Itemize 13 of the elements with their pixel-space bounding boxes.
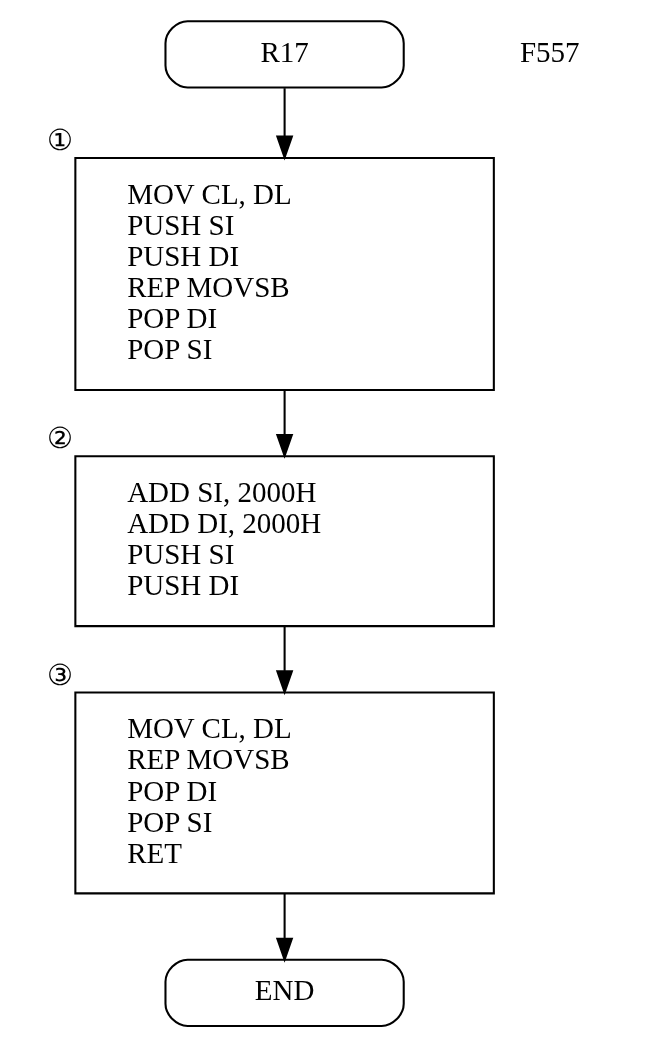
node-label: ①	[46, 124, 73, 157]
arrow	[275, 626, 293, 696]
node-box: MOV CL, DL REP MOVSB POP DI POP SI RET	[73, 691, 495, 895]
node-box: R17	[163, 20, 405, 89]
node-box: ADD SI, 2000H ADD DI, 2000H PUSH SI PUSH DI	[73, 455, 495, 628]
arrow	[275, 390, 293, 459]
node-label: ②	[46, 422, 73, 455]
node-box: END	[163, 958, 405, 1027]
arrow	[275, 893, 293, 963]
node-box: MOV CL, DL PUSH SI PUSH DI REP MOVSB POP DI POP SI	[73, 156, 495, 391]
arrow	[275, 88, 293, 161]
node-label: ③	[46, 658, 73, 691]
label: F557	[519, 36, 580, 68]
